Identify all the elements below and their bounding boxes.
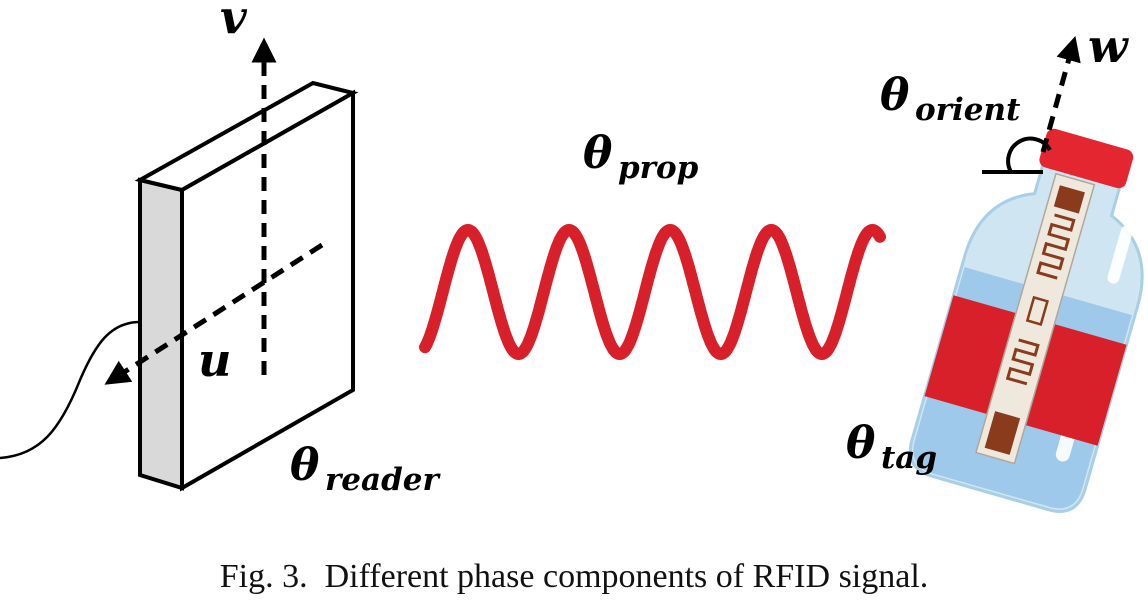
bottle-cap [1039,128,1134,189]
rfid-tag-antenna-bottom [984,411,1021,455]
figure-number: Fig. 3. [219,558,308,595]
theta-prop-label: θ prop [583,128,699,186]
figure-caption: Fig. 3. Different phase components of RF… [0,558,1148,596]
theta-orient-symbol: θ [880,70,910,121]
bottle-highlight-1 [1107,225,1133,284]
rfid-phase-diagram: v u θ reader θ prop w θ [0,0,1144,513]
w-axis-line [1040,35,1081,153]
reader-cable [0,320,141,460]
u-axis-line [104,242,324,385]
theta-tag-symbol: θ [846,418,876,469]
theta-prop-symbol: θ [583,128,613,179]
theta-orient-subscript: orient [915,92,1021,128]
theta-reader-label: θ reader [290,440,441,498]
propagation-wave [419,223,886,361]
orient-angle-arc [1006,136,1052,173]
rfid-tag-chip [1025,295,1049,326]
theta-prop-subscript: prop [618,150,699,186]
theta-reader-symbol: θ [290,440,320,491]
theta-reader-subscript: reader [325,462,442,498]
rfid-reader-panel-icon [134,80,359,492]
theta-tag-label: θ tag [846,418,937,476]
rfid-tag-inlay [975,172,1096,465]
w-axis-label: w [1088,19,1129,73]
rfid-tag-antenna-top [1053,185,1085,214]
tagged-bottle-icon [908,128,1144,513]
v-axis-label: v [220,0,248,44]
u-axis-label: u [198,333,231,387]
theta-orient-label: θ orient [880,70,1021,128]
theta-tag-subscript: tag [881,440,937,476]
reader-side-face [138,177,184,491]
rfid-tag-antenna-meander [1036,213,1076,280]
caption-text: Different phase components of RFID signa… [324,558,929,595]
rfid-tag-antenna-lower [1005,338,1040,386]
reader-front-face [180,89,355,492]
